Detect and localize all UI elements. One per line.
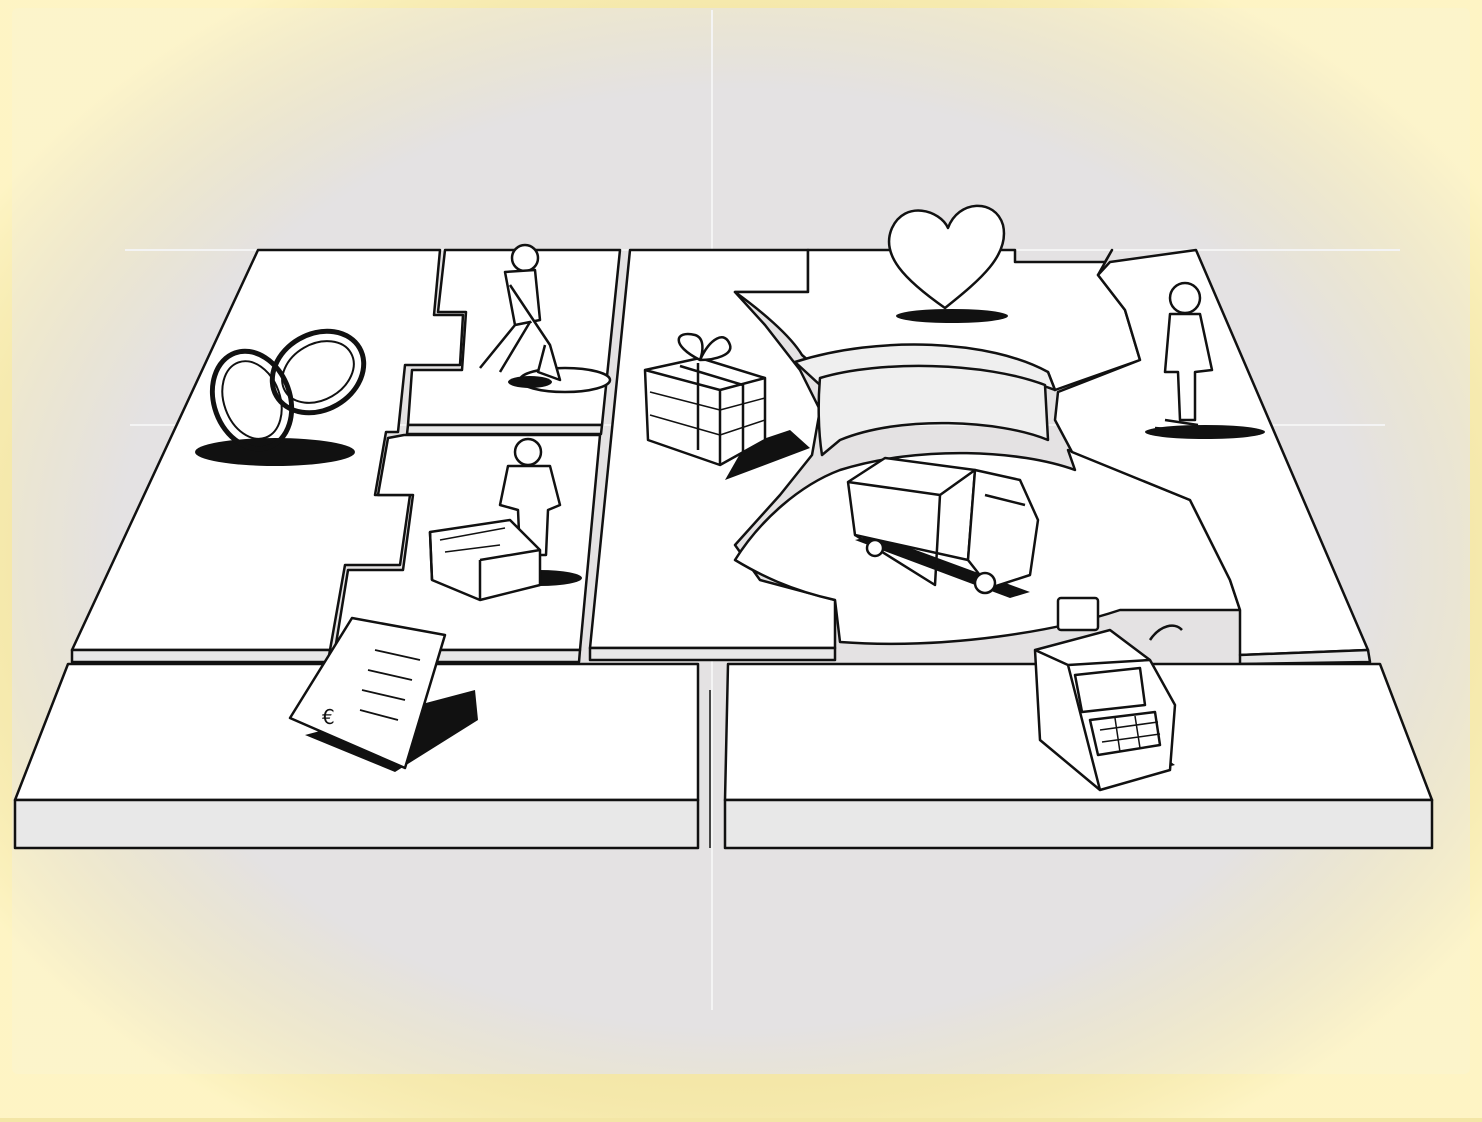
key-partners-tile-side <box>72 650 330 662</box>
key-activities-tile-side <box>407 425 602 434</box>
revenue-streams-tile-side <box>725 800 1432 848</box>
cost-structure-tile-side <box>15 800 698 848</box>
invoice-currency-symbol: € <box>322 705 335 729</box>
value-propositions-tile-side <box>590 648 835 660</box>
